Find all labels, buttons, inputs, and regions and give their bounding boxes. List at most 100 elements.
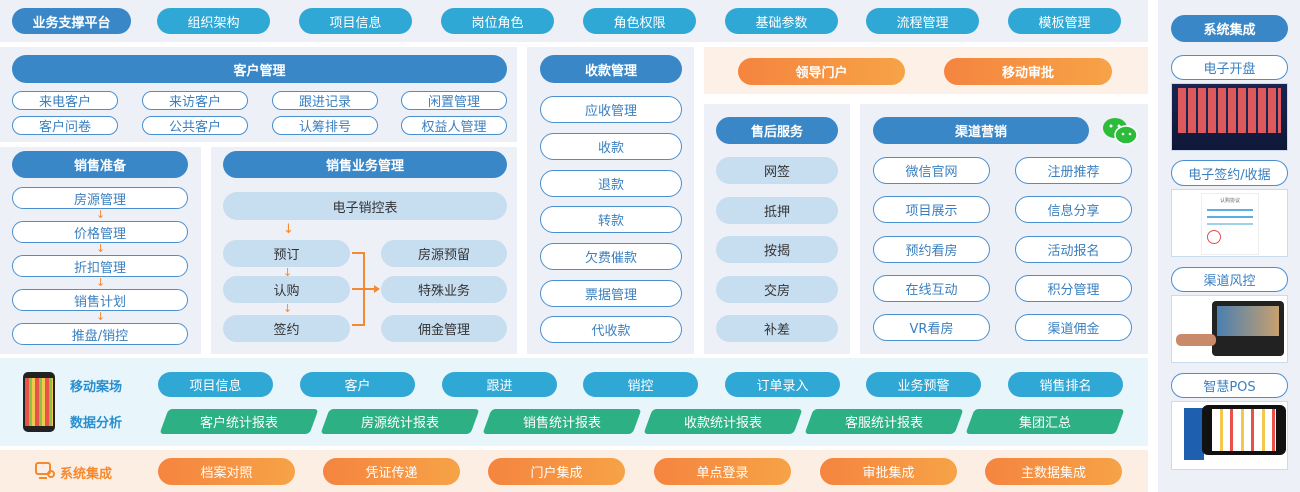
prep-item[interactable]: 销售计划 xyxy=(12,289,188,311)
after-sales-item[interactable]: 按揭 xyxy=(716,236,838,263)
top-nav-item[interactable]: 岗位角色 xyxy=(441,8,554,34)
analysis-report[interactable]: 客服统计报表 xyxy=(804,409,964,434)
side-item-risk-control[interactable]: 渠道风控 xyxy=(1171,267,1288,292)
payment-item[interactable]: 收款 xyxy=(540,133,682,160)
after-sales-item[interactable]: 交房 xyxy=(716,276,838,303)
biz-step[interactable]: 预订 xyxy=(223,240,350,267)
integration-item[interactable]: 凭证传递 xyxy=(323,458,460,485)
payment-item[interactable]: 欠费催款 xyxy=(540,243,682,270)
label: 集团汇总 xyxy=(1018,416,1071,431)
side-item-e-sign[interactable]: 电子签约/收据 xyxy=(1171,160,1288,186)
sales-control-table[interactable]: 电子销控表 xyxy=(223,192,507,220)
channel-item[interactable]: VR看房 xyxy=(873,314,990,341)
prep-item[interactable]: 房源管理 xyxy=(12,187,188,209)
channel-item[interactable]: 积分管理 xyxy=(1015,275,1132,302)
payment-item[interactable]: 代收款 xyxy=(540,316,682,343)
channel-item[interactable]: 注册推荐 xyxy=(1015,157,1132,184)
top-nav-item[interactable]: 组织架构 xyxy=(157,8,270,34)
customer-item[interactable]: 认筹排号 xyxy=(272,116,378,135)
analysis-report[interactable]: 集团汇总 xyxy=(965,409,1125,434)
channel-item[interactable]: 渠道佣金 xyxy=(1015,314,1132,341)
integration-item[interactable]: 单点登录 xyxy=(654,458,791,485)
mobile-item[interactable]: 客户 xyxy=(300,372,415,397)
top-nav-item[interactable]: 角色权限 xyxy=(583,8,696,34)
e-sign-image: 认购协议 xyxy=(1171,189,1288,257)
channel-panel xyxy=(860,104,1148,354)
customer-item[interactable]: 权益人管理 xyxy=(401,116,507,135)
mobile-item[interactable]: 项目信息 xyxy=(158,372,273,397)
open-sale-image xyxy=(1171,83,1288,151)
integration-item[interactable]: 档案对照 xyxy=(158,458,295,485)
customer-item[interactable]: 闲置管理 xyxy=(401,91,507,110)
channel-item[interactable]: 在线互动 xyxy=(873,275,990,302)
mobile-approval-button[interactable]: 移动审批 xyxy=(944,58,1112,85)
arrow-down-icon: ↓ xyxy=(283,222,294,237)
biz-step[interactable]: 认购 xyxy=(223,276,350,303)
biz-step[interactable]: 签约 xyxy=(223,315,350,342)
after-sales-header: 售后服务 xyxy=(716,117,838,144)
side-header: 系统集成 xyxy=(1171,15,1288,42)
prep-panel xyxy=(0,147,201,354)
mobile-item[interactable]: 销售排名 xyxy=(1008,372,1123,397)
arrow-down-icon: ↓ xyxy=(96,276,106,289)
arrow-down-icon: ↓ xyxy=(283,266,293,279)
label: 客户统计报表 xyxy=(199,416,278,431)
label: 客服统计报表 xyxy=(844,416,923,431)
customer-item[interactable]: 公共客户 xyxy=(142,116,248,135)
integration-item[interactable]: 审批集成 xyxy=(820,458,957,485)
prep-item[interactable]: 折扣管理 xyxy=(12,255,188,277)
top-nav-item[interactable]: 项目信息 xyxy=(299,8,412,34)
channel-item[interactable]: 活动报名 xyxy=(1015,236,1132,263)
after-sales-panel xyxy=(704,104,850,354)
channel-item[interactable]: 微信官网 xyxy=(873,157,990,184)
channel-header: 渠道营销 xyxy=(873,117,1089,144)
top-nav-item[interactable]: 流程管理 xyxy=(866,8,979,34)
side-item-open-sale[interactable]: 电子开盘 xyxy=(1171,55,1288,80)
after-sales-item[interactable]: 抵押 xyxy=(716,197,838,224)
channel-item[interactable]: 项目展示 xyxy=(873,196,990,223)
platform-title: 业务支撑平台 xyxy=(12,8,131,34)
after-sales-item[interactable]: 补差 xyxy=(716,315,838,342)
payment-item[interactable]: 退款 xyxy=(540,170,682,197)
customer-item[interactable]: 来电客户 xyxy=(12,91,118,110)
payment-panel xyxy=(527,47,694,354)
channel-item[interactable]: 信息分享 xyxy=(1015,196,1132,223)
mobile-item[interactable]: 业务预警 xyxy=(866,372,981,397)
doc-title: 认购协议 xyxy=(1219,198,1240,204)
prep-item[interactable]: 推盘/销控 xyxy=(12,323,188,345)
analysis-report[interactable]: 收款统计报表 xyxy=(643,409,803,434)
top-nav-item[interactable]: 模板管理 xyxy=(1008,8,1121,34)
payment-item[interactable]: 转款 xyxy=(540,206,682,233)
analysis-report[interactable]: 销售统计报表 xyxy=(482,409,642,434)
leader-portal-button[interactable]: 领导门户 xyxy=(738,58,905,85)
channel-item[interactable]: 预约看房 xyxy=(873,236,990,263)
label: 销售统计报表 xyxy=(522,416,601,431)
smart-pos-image xyxy=(1171,401,1288,470)
biz-header: 销售业务管理 xyxy=(223,151,507,178)
prep-item[interactable]: 价格管理 xyxy=(12,221,188,243)
integration-item[interactable]: 主数据集成 xyxy=(985,458,1122,485)
customer-item[interactable]: 客户问卷 xyxy=(12,116,118,135)
biz-extra[interactable]: 房源预留 xyxy=(381,240,507,267)
arrow-down-icon: ↓ xyxy=(283,302,293,315)
biz-extra[interactable]: 特殊业务 xyxy=(381,276,507,303)
mobile-item[interactable]: 订单录入 xyxy=(725,372,840,397)
payment-item[interactable]: 应收管理 xyxy=(540,96,682,123)
biz-extra[interactable]: 佣金管理 xyxy=(381,315,507,342)
after-sales-item[interactable]: 网签 xyxy=(716,157,838,184)
mobile-item[interactable]: 销控 xyxy=(583,372,698,397)
integration-item[interactable]: 门户集成 xyxy=(488,458,625,485)
customer-item[interactable]: 来访客户 xyxy=(142,91,248,110)
top-nav-item[interactable]: 基础参数 xyxy=(725,8,838,34)
analysis-report[interactable]: 客户统计报表 xyxy=(159,409,319,434)
analysis-label: 数据分析 xyxy=(70,416,123,431)
payment-item[interactable]: 票据管理 xyxy=(540,280,682,307)
arrow-down-icon: ↓ xyxy=(96,310,106,323)
customer-item[interactable]: 跟进记录 xyxy=(272,91,378,110)
arrow-down-icon: ↓ xyxy=(96,242,106,255)
mobile-item[interactable]: 跟进 xyxy=(442,372,557,397)
label: 收款统计报表 xyxy=(683,416,762,431)
bracket-connector xyxy=(352,252,380,326)
analysis-report[interactable]: 房源统计报表 xyxy=(320,409,480,434)
side-item-smart-pos[interactable]: 智慧POS xyxy=(1171,373,1288,398)
